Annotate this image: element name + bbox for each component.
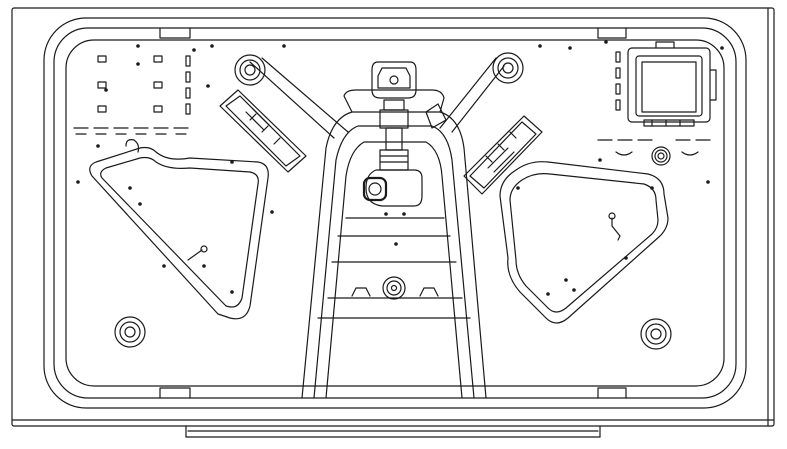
left-lamp-bracket (219, 89, 307, 173)
valve-assembly (362, 99, 447, 207)
right-triangular-pocket (499, 161, 669, 324)
right-lamp-bracket (463, 115, 543, 195)
drain-fitting (382, 276, 406, 300)
center-channel (249, 57, 505, 399)
outer-frame (11, 7, 775, 427)
left-triangular-pocket (89, 139, 269, 320)
fastener-holes (76, 40, 724, 296)
electrical-box (627, 41, 717, 127)
mounting-boss-circles (114, 52, 672, 350)
bottom-rail (185, 425, 601, 438)
left-slot-row (73, 55, 191, 135)
top-plug-cap (371, 61, 417, 99)
right-slot-row (597, 51, 711, 156)
tub-shell (43, 17, 747, 409)
